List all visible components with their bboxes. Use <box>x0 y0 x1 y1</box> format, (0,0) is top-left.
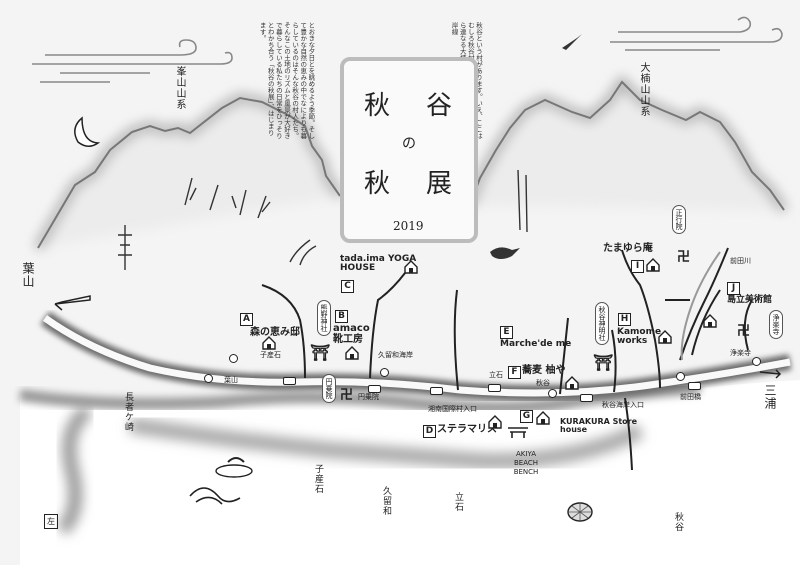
shop-key-i[interactable]: I <box>631 260 644 273</box>
bus-stop-pin-icon <box>676 372 685 381</box>
title-box: 秋 谷 の 秋 展 2019 <box>340 57 478 243</box>
stop-label: 前田橋 <box>680 393 701 401</box>
intro-text: とおきな夕日とを眺めるよう季節。そして豊かな自然の恵みの中でなによりも暮らしてい… <box>258 22 315 139</box>
akiya-beach-bench-label: AKIYA BEACH BENCH <box>513 450 539 477</box>
river <box>680 251 721 361</box>
shrine-torii-icon: ⛩ <box>310 343 331 362</box>
shop-name-e[interactable]: Marche'de me <box>500 339 572 349</box>
bus-stop-icon <box>488 384 501 392</box>
bench-icon <box>508 427 528 438</box>
shinmei-shrine-tag: 秋谷神明社 <box>595 302 609 345</box>
shop-key-g[interactable]: G <box>520 410 533 423</box>
bird-on-ground-icon <box>490 247 520 259</box>
shop-name-a[interactable]: 森の恵み邸 <box>250 327 300 338</box>
mountain-label-east: 大楠山山系 <box>638 62 649 117</box>
temple-manji-icon: 卍 <box>737 324 751 339</box>
mountains <box>34 74 788 251</box>
title-char: 谷 <box>426 91 453 121</box>
house-icon <box>345 346 359 360</box>
shrine-torii-icon: ⛩ <box>593 353 614 372</box>
stop-label: 立石 <box>489 371 503 379</box>
stop-label: 湘南国際村入口 <box>428 405 477 413</box>
shop-name-c[interactable]: tada.ima YOGA HOUSE <box>340 254 417 274</box>
title-no: の <box>402 136 416 152</box>
stop-label: 葉山 <box>224 376 238 384</box>
arrow-left-icon <box>54 295 91 311</box>
side-roads <box>261 247 753 471</box>
stop-label: 秋谷 <box>536 379 550 387</box>
temple-manji-icon: 卍 <box>340 388 354 403</box>
direction-miura: 三浦 <box>763 384 777 410</box>
house-icon <box>703 314 717 328</box>
wave-icon <box>189 487 241 505</box>
reeds <box>118 169 528 270</box>
shop-name-j[interactable]: 島立美術館 <box>727 295 773 305</box>
bus-stop-pin-icon <box>229 354 238 363</box>
bus-stop-icon <box>368 385 381 393</box>
shop-key-d[interactable]: D <box>423 425 436 438</box>
title-char: 秋 <box>364 91 391 121</box>
stop-label: 久留和海岸 <box>378 351 413 359</box>
house-icon <box>646 258 660 272</box>
house-icon <box>488 415 502 429</box>
shop-name-d[interactable]: ステラマリス <box>437 424 497 435</box>
house-icon <box>658 330 672 344</box>
bus-stop-pin-icon <box>752 357 761 366</box>
shop-key-c[interactable]: C <box>341 280 354 293</box>
mountain-label-west: 峯山山系 <box>174 66 185 110</box>
coast-label: 立石 <box>453 492 463 512</box>
shop-key-h[interactable]: H <box>618 313 631 326</box>
house-icon <box>565 376 579 390</box>
kumano-shrine-tag: 熊野神社 <box>317 300 331 336</box>
shop-name-g[interactable]: KURAKURA Store house <box>560 417 638 435</box>
bus-stop-pin-icon <box>380 368 389 377</box>
corner-mark: 左 <box>44 514 58 529</box>
shoho-in-tag: 正行院 <box>672 205 686 234</box>
shop-key-j[interactable]: J <box>727 282 740 295</box>
bus-stop-icon <box>580 394 593 402</box>
bus-stop-icon <box>430 387 443 395</box>
bus-stop-icon <box>688 382 701 390</box>
shop-name-b[interactable]: amaco 靴工房 <box>333 323 370 345</box>
house-icon <box>536 411 550 425</box>
clouds <box>32 16 783 83</box>
shop-name-f[interactable]: 蕎麦 柚や <box>522 365 566 376</box>
stop-label: 前田川 <box>730 257 751 265</box>
shop-key-f[interactable]: F <box>508 366 521 379</box>
sea <box>19 380 800 565</box>
jorakuji-tag: 浄楽寺 <box>769 310 783 339</box>
main-road <box>40 311 792 402</box>
coast-label: 久留和 <box>381 486 391 516</box>
surfer-icon <box>215 457 253 478</box>
arrow-right-icon <box>759 369 782 379</box>
temple-manji-icon: 卍 <box>677 250 691 265</box>
shop-key-b[interactable]: B <box>335 310 348 323</box>
shop-key-a[interactable]: A <box>240 313 253 326</box>
bus-stop-icon <box>283 377 296 385</box>
bus-stop-pin-icon <box>204 374 213 383</box>
stop-label: 円乗院 <box>358 393 379 401</box>
stop-label: 浄楽寺 <box>730 349 751 357</box>
stop-label: 子産石 <box>260 351 281 359</box>
house-icon <box>404 260 418 274</box>
bus-stop-pin-icon <box>548 389 557 398</box>
title-char: 秋 <box>364 169 391 199</box>
house-icon <box>262 336 276 350</box>
crescent-moon-icon <box>74 116 101 147</box>
shop-key-e[interactable]: E <box>500 326 513 339</box>
flying-bird-icon <box>562 34 582 50</box>
shop-name-i[interactable]: たまゆら庵 <box>603 243 653 254</box>
shop-name-h[interactable]: Kamome works <box>617 327 662 347</box>
coast-label: 秋谷 <box>673 512 683 532</box>
coast-label: 子産石 <box>313 464 323 494</box>
turtle-icon <box>567 502 593 522</box>
coast-label: 長者ケ崎 <box>123 392 133 432</box>
stop-label: 秋谷海岸入口 <box>602 401 644 409</box>
direction-hayama: 葉山 <box>21 262 35 288</box>
title-char: 展 <box>426 169 453 199</box>
title-year: 2019 <box>393 219 424 233</box>
enjo-in-tag: 円乗院 <box>322 374 336 403</box>
